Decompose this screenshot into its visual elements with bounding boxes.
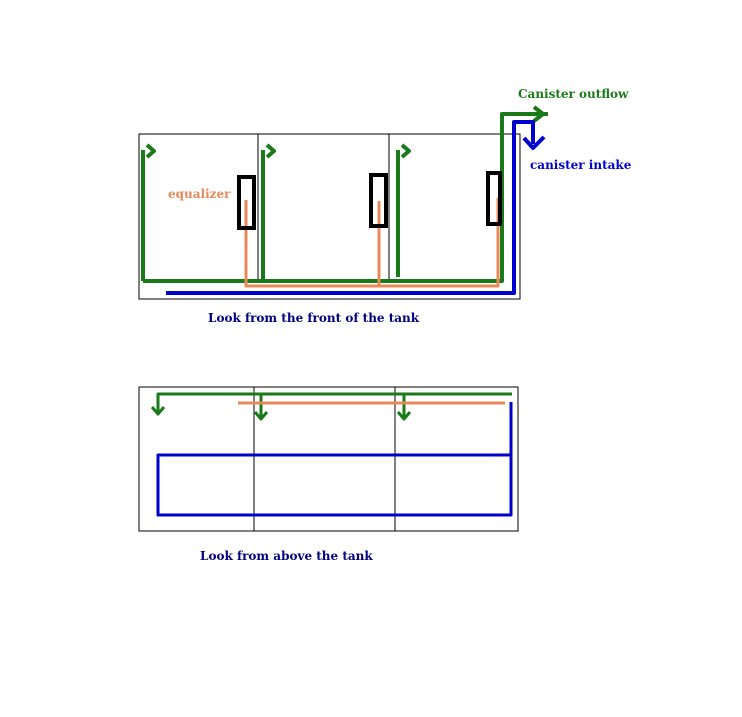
overflow-box-2 — [369, 173, 388, 228]
front-equalizer-line — [244, 198, 500, 288]
front-view: Canister outflow canister intake equaliz… — [138, 87, 632, 325]
overflow-boxes — [237, 171, 502, 230]
top-view-caption: Look from above the tank — [200, 549, 373, 563]
overflow-box-3 — [486, 171, 502, 226]
top-outflow-line — [150, 392, 512, 421]
front-tank-outline — [138, 133, 521, 300]
equalizer-label: equalizer — [168, 187, 231, 201]
top-tank-outline — [138, 386, 519, 532]
front-intake-line — [166, 120, 546, 295]
front-view-caption: Look from the front of the tank — [208, 311, 420, 325]
top-intake-line — [156, 402, 513, 517]
overflow-box-1 — [237, 175, 256, 230]
canister-outflow-label: Canister outflow — [518, 87, 629, 101]
canister-intake-label: canister intake — [530, 158, 632, 172]
top-view: Look from above the tank — [138, 386, 519, 563]
